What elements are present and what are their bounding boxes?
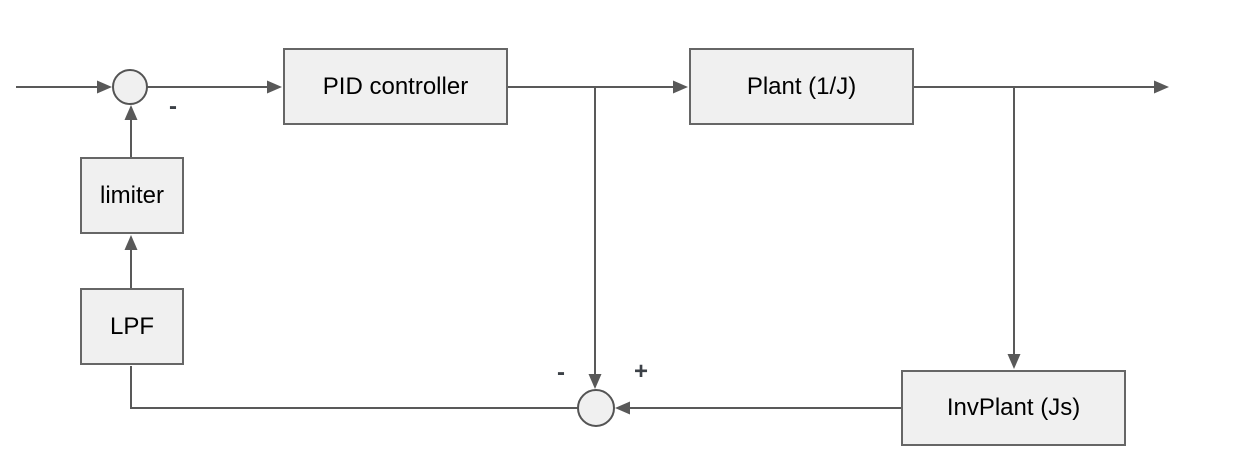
node-plant: Plant (1/J)	[689, 48, 914, 125]
top-junction-to-pid-arrow	[147, 80, 282, 94]
limiter-to-top-junction-arrow	[124, 105, 138, 157]
node-invplant: InvPlant (Js)	[901, 370, 1126, 446]
sum-junction-bottom	[577, 389, 615, 427]
lpf-to-limiter-arrow	[124, 235, 138, 288]
node-pid-controller: PID controller	[283, 48, 508, 125]
sign-plus-bottom-junction: +	[633, 358, 648, 385]
sign-minus-bottom-junction: -	[557, 359, 565, 386]
bottom-junction-to-lpf-line	[130, 366, 578, 409]
pid-branch-to-bottom-junction-arrow	[588, 87, 602, 389]
invplant-to-bottom-junction-arrow	[615, 401, 901, 415]
node-lpf: LPF	[80, 288, 184, 365]
node-plant-label: Plant (1/J)	[746, 72, 857, 100]
node-limiter: limiter	[80, 157, 184, 234]
node-invplant-label: InvPlant (Js)	[946, 394, 1081, 421]
plant-to-output-arrow	[913, 80, 1169, 94]
node-pid-controller-label: PID controller	[322, 72, 469, 100]
input-arrow	[16, 80, 112, 94]
node-lpf-label: LPF	[109, 312, 154, 340]
pid-to-plant-arrow	[508, 80, 688, 94]
sign-minus-top-junction: -	[169, 93, 177, 120]
plant-branch-to-invplant-arrow	[1007, 87, 1021, 369]
node-limiter-label: limiter	[100, 181, 164, 209]
sum-junction-top	[112, 69, 148, 105]
